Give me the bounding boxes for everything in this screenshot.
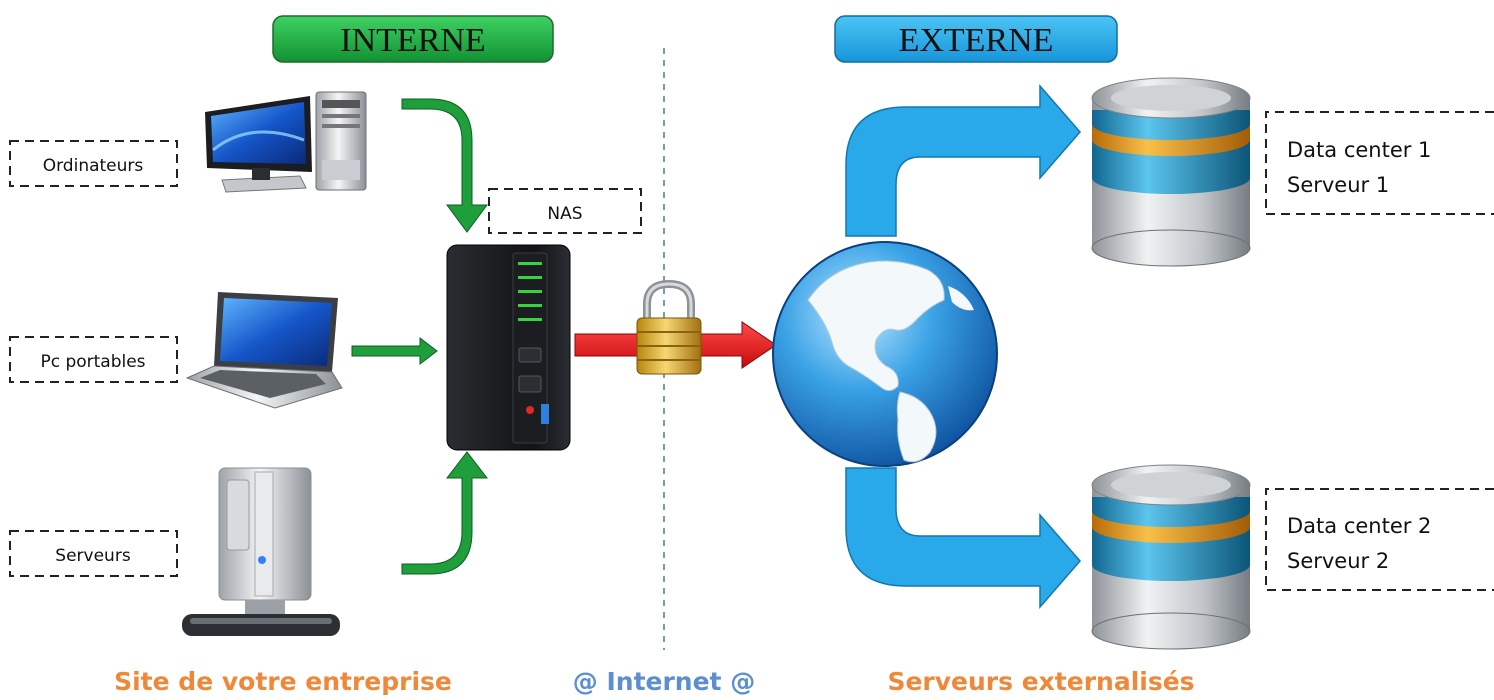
datacenter-1-server: Serveur 1 bbox=[1287, 173, 1389, 197]
datacenter-2-label-box: Data center 2 Serveur 2 bbox=[1265, 488, 1494, 591]
computers-label: Ordinateurs bbox=[43, 156, 144, 176]
blue-arrows bbox=[845, 83, 1081, 610]
nas-device-icon bbox=[446, 244, 571, 451]
arrow-internet-to-datacenter-2 bbox=[845, 467, 1081, 610]
datacenter-1-label-box: Data center 1 Serveur 1 bbox=[1265, 111, 1494, 215]
laptop-icon bbox=[185, 292, 343, 409]
external-header-label: EXTERNE bbox=[899, 22, 1054, 59]
arrow-servers-to-nas bbox=[401, 451, 489, 575]
internal-header-label: INTERNE bbox=[340, 22, 485, 59]
footer-company-site: Site de votre entreprise bbox=[114, 667, 452, 696]
tower-server-icon bbox=[182, 467, 340, 636]
arrow-computers-to-nas bbox=[401, 98, 488, 233]
arrow-laptops-to-nas bbox=[351, 336, 438, 366]
nas-label: NAS bbox=[547, 204, 582, 224]
datacenter-1-name: Data center 1 bbox=[1287, 138, 1431, 162]
internal-header: INTERNE bbox=[272, 15, 554, 63]
datacenter-2-server: Serveur 2 bbox=[1287, 549, 1389, 573]
padlock-icon bbox=[636, 279, 702, 375]
laptops-label: Pc portables bbox=[40, 352, 145, 372]
datacenter-2-name: Data center 2 bbox=[1287, 514, 1431, 538]
desktop-computer-icon bbox=[205, 91, 367, 193]
green-arrows bbox=[351, 98, 489, 575]
servers-label: Serveurs bbox=[55, 546, 131, 566]
arrow-internet-to-datacenter-1 bbox=[845, 83, 1081, 237]
globe-icon bbox=[772, 241, 998, 467]
footer-external-servers: Serveurs externalisés bbox=[887, 667, 1194, 696]
laptops-label-box: Pc portables bbox=[9, 336, 178, 383]
computers-label-box: Ordinateurs bbox=[9, 140, 178, 187]
nas-label-box: NAS bbox=[488, 188, 642, 234]
database-icon bbox=[1091, 77, 1251, 267]
database-icon bbox=[1091, 464, 1251, 650]
footer-internet: @ Internet @ bbox=[573, 667, 755, 696]
servers-label-box: Serveurs bbox=[9, 530, 178, 577]
external-header: EXTERNE bbox=[834, 15, 1118, 63]
